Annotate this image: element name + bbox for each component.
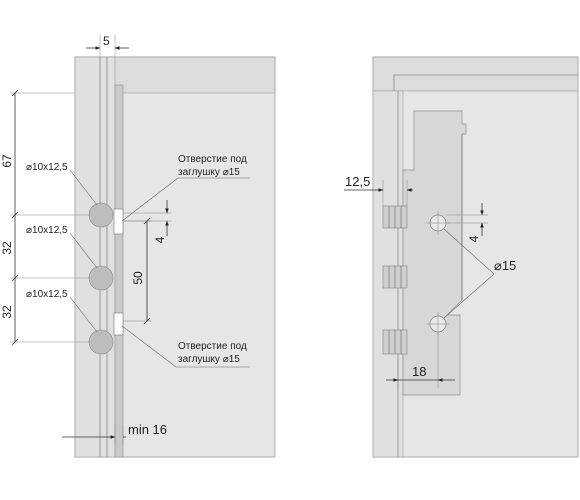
left-side-board	[74, 56, 116, 458]
hole-3	[88, 329, 114, 355]
hole-1	[88, 202, 114, 228]
dim-top-5: 5	[103, 34, 110, 48]
note-bottom-line1: Отверстие под	[178, 341, 247, 352]
dowel-2	[382, 265, 408, 289]
right-view: 12,5 4 ⌀15 18	[344, 56, 579, 458]
left-view: 5 67 32 32 ⌀10x12,5 ⌀10x12,5 ⌀10x12,5 50	[0, 34, 276, 458]
note-bottom-line2: заглушку ⌀15	[178, 354, 240, 365]
right-top-band	[372, 56, 579, 92]
left-back-strip	[114, 84, 124, 458]
dim-32-a: 32	[0, 241, 14, 255]
plug-hole-bottom	[113, 312, 124, 336]
hole-label-3: ⌀10x12,5	[26, 289, 68, 300]
dim-4-right: 4	[467, 235, 481, 242]
plug-hole-top	[113, 208, 124, 235]
dim-32-b: 32	[0, 305, 14, 319]
dim-50: 50	[131, 271, 145, 285]
note-top-line1: Отверстие под	[178, 154, 247, 165]
dim-min16: min 16	[128, 422, 167, 437]
dim-d15: ⌀15	[494, 258, 516, 273]
hole-label-2: ⌀10x12,5	[26, 225, 68, 236]
dowel-1	[382, 205, 408, 229]
dowel-3	[382, 329, 408, 355]
dim-67: 67	[0, 154, 14, 168]
dim-18: 18	[412, 364, 426, 379]
dim-4-left: 4	[153, 236, 167, 243]
note-top-line2: заглушку ⌀15	[178, 167, 240, 178]
hole-label-1: ⌀10x12,5	[26, 162, 68, 173]
hole-2	[88, 265, 114, 291]
dim-12-5: 12,5	[345, 174, 370, 189]
